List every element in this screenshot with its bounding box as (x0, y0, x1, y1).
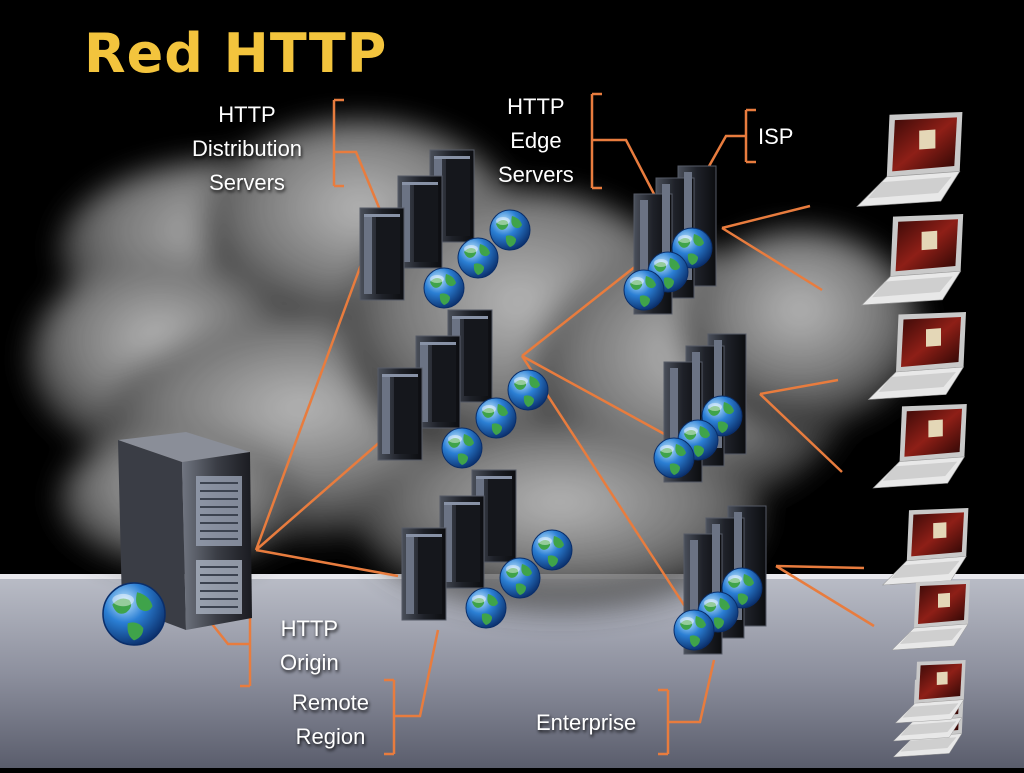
distribution-label-line-1: HTTP (218, 102, 276, 127)
edge-label-line-3: Servers (498, 162, 574, 187)
distribution-servers-label: HTTP Distribution Servers (192, 98, 302, 200)
callout-brackets (211, 92, 756, 756)
enterprise-label: Enterprise (536, 706, 636, 740)
remote-region-label: Remote Region (292, 686, 369, 754)
origin-label-line-1: HTTP (280, 616, 339, 641)
laptop-icon (872, 403, 968, 489)
edge-servers-label: HTTP Edge Servers (498, 90, 574, 192)
origin-label: HTTP Origin (280, 612, 339, 680)
globe-icon (102, 582, 166, 646)
edge-label-line-2: Edge (510, 128, 562, 153)
connection-lines (254, 204, 875, 628)
distribution-label-line-3: Servers (209, 170, 285, 195)
isp-label-text: ISP (758, 124, 794, 149)
laptop-icon (856, 111, 964, 208)
page-title: Red HTTP (84, 22, 388, 85)
distribution-label-line-2: Distribution (192, 136, 303, 161)
remote-region-label-line-1: Remote (292, 690, 370, 715)
laptop-icon (882, 507, 969, 586)
origin-label-line-2: Origin (280, 650, 339, 675)
remote-region-label-line-2: Region (295, 724, 366, 749)
edge-label-line-1: HTTP (507, 94, 565, 119)
enterprise-label-text: Enterprise (536, 710, 637, 735)
isp-label: ISP (758, 120, 793, 154)
